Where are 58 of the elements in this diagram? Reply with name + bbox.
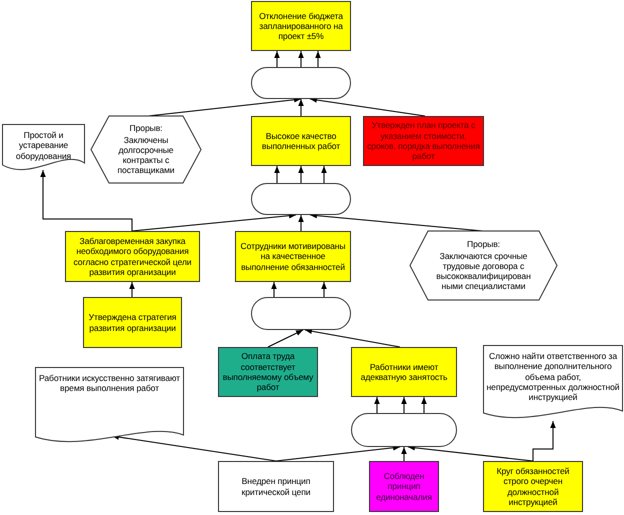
node-text: Утвержден план проекта с указанием стоимости, сроков, порядка выполнения работ (366, 120, 481, 162)
node-text: Работники имеют адекватную занятость (360, 362, 448, 382)
condition-box (351, 347, 457, 397)
node-text: Сложно найти ответственного за выполнение дополнительного объема работ, непредусмотренных должностной инструкцией (486, 351, 620, 403)
and-junction (351, 413, 457, 447)
node-text: Соблюден принцип единоначалия (375, 471, 433, 502)
node-text: Сотрудники мотивированы на качественное выполнение обязанностей (240, 241, 346, 272)
breakthrough-hexagon (91, 116, 201, 183)
node-text: Утверждена стратегия развития организации (88, 312, 178, 333)
node-text: Круг обязанностей строго очерчен должностной инструкцией (496, 466, 570, 508)
goal-box (251, 1, 351, 51)
arrow (132, 212, 296, 232)
arrow (298, 98, 304, 116)
node-text: Заблаговременная закупка необходимого оборудования согласно стратегической цели развития организации (72, 236, 192, 278)
arrow (401, 446, 407, 462)
condition-box (218, 461, 334, 512)
arrow (408, 445, 534, 462)
condition-box (65, 231, 200, 282)
arrow (310, 97, 426, 116)
node-text: Заключаются срочные трудовые договора с высококвалифицирован ными специалистами (435, 250, 532, 292)
and-junction (251, 183, 351, 215)
arrow (304, 328, 400, 348)
arrow (298, 214, 304, 232)
breakthrough-hexagon (410, 231, 557, 300)
arrow (321, 166, 327, 184)
node-text: Внедрен принцип критической цепи (240, 476, 312, 497)
arrow (298, 166, 304, 184)
arrow (401, 396, 407, 414)
condition-box (235, 231, 351, 282)
arrow (148, 97, 302, 116)
heading-text: Прорыв: (128, 123, 164, 134)
arrow (268, 330, 304, 348)
arrow (129, 282, 135, 298)
node-text: Простой и устаревание оборудования (14, 130, 72, 161)
arrow (421, 396, 427, 414)
node-text: Оплата труда соответствует выполняемому объему работ (222, 351, 314, 393)
node-text: Заключены долгосрочные контракты с поставщиками (116, 134, 176, 176)
and-junction (251, 67, 351, 99)
condition-box (251, 116, 351, 166)
condition-box (369, 461, 439, 512)
arrow (271, 282, 277, 298)
arrow (310, 212, 484, 232)
heading-text: Прорыв: (466, 239, 501, 250)
condition-box (483, 461, 583, 512)
arrow (274, 50, 280, 68)
node-text: Отклонение бюджета запланированного на проект ±5% (258, 10, 344, 42)
arrow (532, 420, 556, 462)
arrow (276, 445, 400, 462)
arrow (298, 50, 304, 68)
arrow (374, 396, 380, 414)
arrow (321, 282, 327, 298)
arrow (274, 166, 280, 184)
node-text: Высокое качество выполненных работ (260, 130, 342, 152)
arrow (40, 170, 132, 232)
and-junction (251, 297, 351, 330)
node-text: Работники искусственно затягивают время выполнения работ (38, 373, 181, 394)
condition-box (83, 297, 182, 348)
arrow (315, 50, 321, 68)
